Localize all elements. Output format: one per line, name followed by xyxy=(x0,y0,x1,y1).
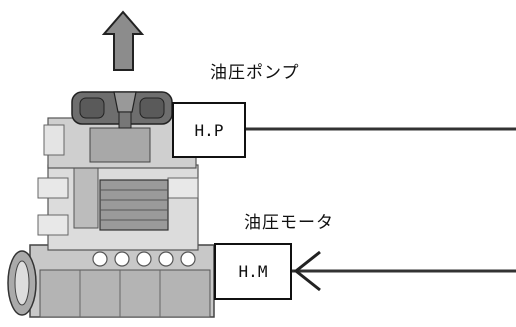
pump-label: 油圧ポンプ xyxy=(210,63,300,83)
up-arrow-icon xyxy=(101,10,145,71)
hm-arrow-head-icon xyxy=(293,250,321,292)
motor-label: 油圧モータ xyxy=(244,213,334,233)
hydraulic-pump-illustration xyxy=(71,91,173,129)
hp-box: H.P xyxy=(172,102,246,158)
hp-box-label: H.P xyxy=(194,120,224,140)
engine-base xyxy=(7,244,215,318)
hm-box: H.M xyxy=(214,243,292,300)
engine-body xyxy=(37,117,199,251)
hm-box-label: H.M xyxy=(238,262,268,281)
